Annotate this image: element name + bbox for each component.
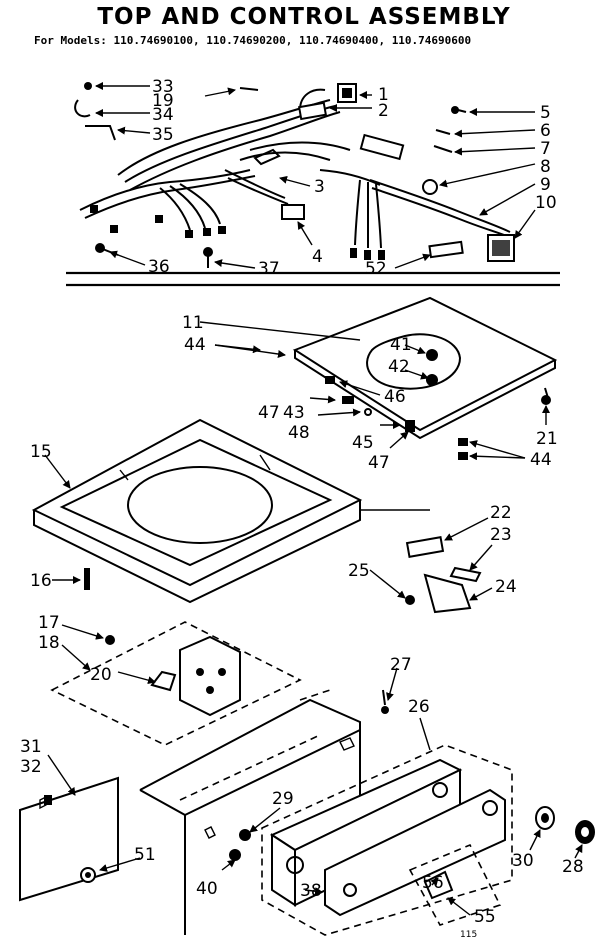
- callout-5: 5: [540, 103, 551, 123]
- callout-26: 26: [408, 697, 430, 717]
- callout-37: 37: [258, 259, 280, 279]
- console-top-panel: [292, 296, 558, 460]
- diagram-title: TOP AND CONTROL ASSEMBLY: [97, 4, 511, 30]
- wiring-harness: [74, 82, 515, 268]
- callout-47b: 47: [368, 453, 390, 473]
- callout-21: 21: [536, 429, 558, 449]
- callout-1: 1: [378, 85, 389, 105]
- callout-15: 15: [30, 442, 52, 462]
- footer-code: 115: [460, 930, 477, 940]
- callout-31: 31: [20, 737, 42, 757]
- callout-45: 45: [352, 433, 374, 453]
- callout-40: 40: [196, 879, 218, 899]
- callout-32: 32: [20, 757, 42, 777]
- callout-47a: 47: [258, 403, 280, 423]
- callout-19: 19: [152, 91, 174, 111]
- callout-27: 27: [390, 655, 412, 675]
- washer-top: [31, 418, 430, 604]
- callout-52: 52: [365, 259, 387, 279]
- callout-22: 22: [490, 503, 512, 523]
- callout-42: 42: [388, 357, 410, 377]
- callout-3: 3: [314, 177, 325, 197]
- callout-9: 9: [540, 175, 551, 195]
- callout-44a: 44: [184, 335, 206, 355]
- control-cabinet: [50, 621, 361, 935]
- models-line: For Models: 110.74690100, 110.74690200, …: [34, 34, 472, 47]
- callout-30: 30: [512, 851, 534, 871]
- callout-46: 46: [384, 387, 406, 407]
- callout-29: 29: [272, 789, 294, 809]
- callout-25: 25: [348, 561, 370, 581]
- callout-35: 35: [152, 125, 174, 145]
- callout-17: 17: [38, 613, 60, 633]
- callout-labels: 1 2 3 4 5 6 7 8 9 10 52 33 19 34 35 36 3…: [20, 77, 584, 940]
- callout-44b: 44: [530, 450, 552, 470]
- hinge-parts: [405, 535, 482, 614]
- model-number: 110.74690400: [298, 34, 379, 47]
- model-number: 110.74690600: [391, 34, 472, 47]
- callout-16: 16: [30, 571, 52, 591]
- callout-18: 18: [38, 633, 60, 653]
- model-number: 110.74690200: [206, 34, 286, 47]
- callout-28: 28: [562, 857, 584, 877]
- model-number: 110.74690100: [113, 34, 193, 47]
- callout-2: 2: [378, 101, 389, 121]
- callout-36: 36: [148, 257, 170, 277]
- fasteners: [229, 689, 389, 861]
- callout-23: 23: [490, 525, 512, 545]
- callout-48: 48: [288, 423, 310, 443]
- callout-51: 51: [134, 845, 156, 865]
- callout-56: 56: [422, 873, 444, 893]
- callout-11: 11: [182, 313, 204, 333]
- callout-6: 6: [540, 121, 551, 141]
- callout-20: 20: [90, 665, 112, 685]
- callout-41: 41: [390, 335, 412, 355]
- callout-38: 38: [300, 881, 322, 901]
- callout-55: 55: [474, 907, 496, 927]
- callout-33: 33: [152, 77, 174, 97]
- callout-24: 24: [495, 577, 517, 597]
- callout-8: 8: [540, 157, 551, 177]
- leader-lines: [44, 82, 583, 916]
- callout-10: 10: [535, 193, 557, 213]
- callout-34: 34: [152, 105, 174, 125]
- control-panel-assembly: [261, 744, 595, 936]
- callout-43: 43: [283, 403, 305, 423]
- callout-4: 4: [312, 247, 323, 267]
- callout-7: 7: [540, 139, 551, 159]
- models-prefix: For Models:: [34, 34, 107, 47]
- side-panel: [19, 776, 119, 902]
